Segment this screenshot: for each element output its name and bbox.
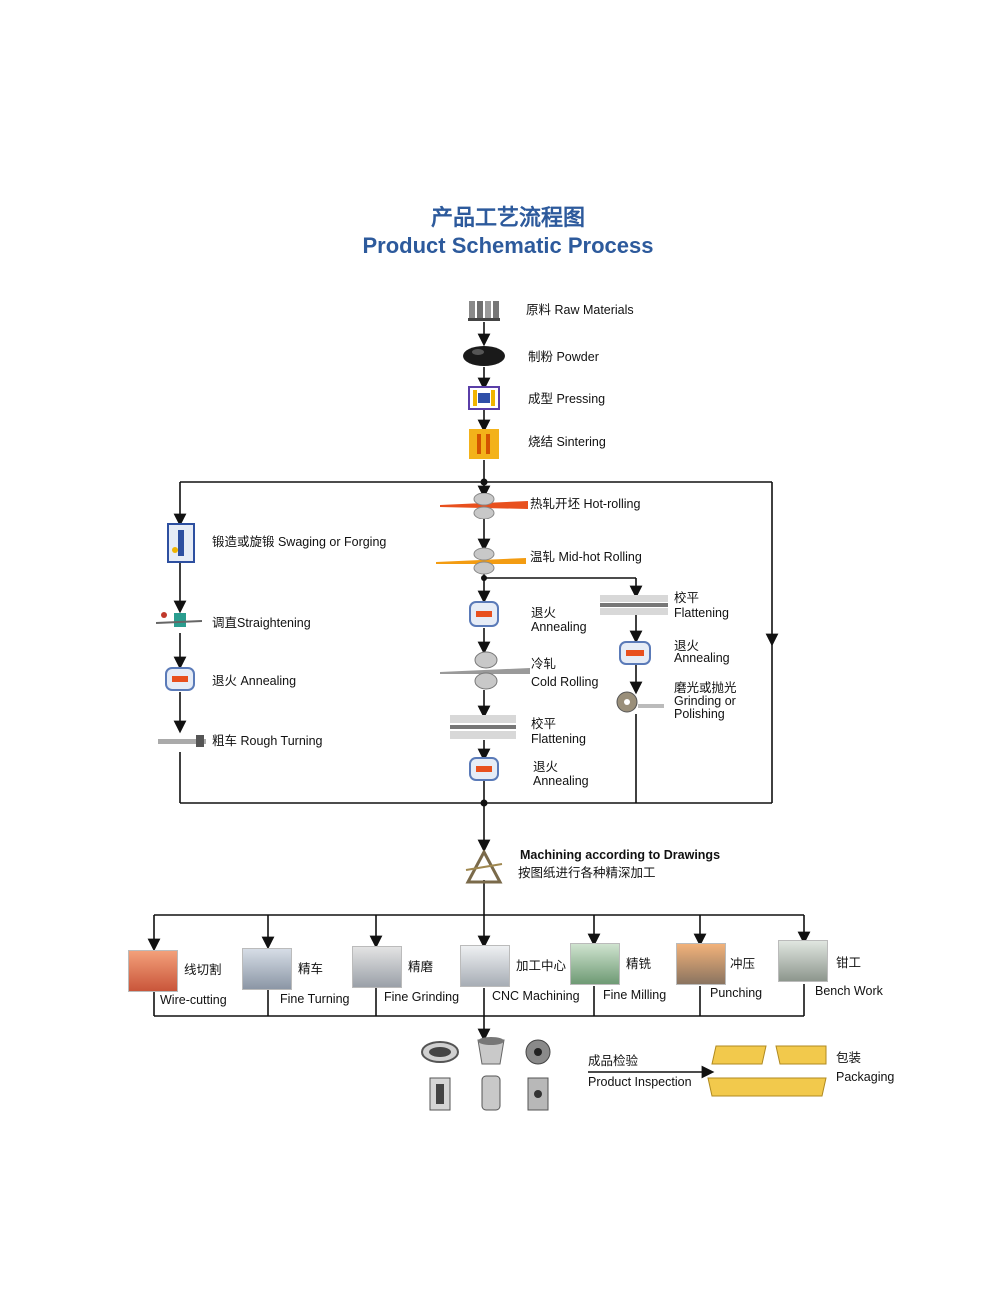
annealing-mid2-cn: 退火 bbox=[533, 760, 559, 774]
machining-op-en: Fine Milling bbox=[603, 988, 667, 1002]
title-english: Product Schematic Process bbox=[362, 233, 654, 258]
straightening-label: 调直Straightening bbox=[212, 616, 311, 630]
hot-rolling-label: 热轧开坯 Hot-rolling bbox=[530, 497, 641, 511]
rough-turning-icon bbox=[158, 735, 206, 747]
punching-photo bbox=[676, 943, 726, 985]
inspection-en: Product Inspection bbox=[588, 1075, 692, 1089]
annealing-mid-en: Annealing bbox=[531, 620, 587, 634]
annealing-right-icon bbox=[619, 641, 651, 665]
bench-work-photo bbox=[778, 940, 828, 982]
grinding-en-2: Polishing bbox=[674, 707, 725, 721]
machining-op-cn: 冲压 bbox=[730, 957, 756, 971]
annealing-mid-cn: 退火 bbox=[531, 606, 557, 620]
packaging-en: Packaging bbox=[836, 1070, 895, 1084]
pressing-icon bbox=[468, 386, 500, 410]
machining-label-cn: 按图纸进行各种精深加工 bbox=[518, 866, 656, 880]
machining-op-en: CNC Machining bbox=[492, 989, 580, 1003]
fine-milling-photo bbox=[570, 943, 620, 985]
inspection-cn: 成品检验 bbox=[588, 1054, 639, 1068]
flattening-right-en: Flattening bbox=[674, 606, 729, 620]
sintering-label: 烧结 Sintering bbox=[528, 435, 606, 449]
machining-op-cn: 精铣 bbox=[626, 957, 652, 971]
annealing-mid2-en: Annealing bbox=[533, 774, 589, 788]
grinding-icon bbox=[616, 691, 664, 713]
machining-op-en: Wire-cutting bbox=[160, 993, 227, 1007]
fine-grinding-photo bbox=[352, 946, 402, 988]
raw-materials-icon bbox=[468, 301, 500, 321]
grinding-en-1: Grinding or bbox=[674, 694, 736, 708]
wire-cutting-photo bbox=[128, 950, 178, 992]
grinding-cn: 磨光或抛光 bbox=[674, 681, 737, 695]
swaging-label: 锻造或旋锻 Swaging or Forging bbox=[212, 535, 387, 549]
flattening-mid-cn: 校平 bbox=[531, 717, 557, 731]
cold-rolling-cn: 冷轧 bbox=[531, 657, 557, 671]
mid-hot-rolling-icon bbox=[436, 547, 526, 575]
machining-op-cn: 钳工 bbox=[836, 956, 862, 970]
mid-hot-rolling-label: 温轧 Mid-hot Rolling bbox=[530, 550, 642, 564]
machining-op-cn: 加工中心 bbox=[516, 959, 567, 973]
flattening-right-icon bbox=[600, 595, 668, 615]
annealing-right-cn: 退火 bbox=[674, 639, 700, 653]
powder-icon bbox=[463, 346, 505, 366]
machining-op-en: Punching bbox=[710, 986, 763, 1000]
cnc-machining-photo bbox=[460, 945, 510, 987]
machining-op-cn: 精磨 bbox=[408, 960, 434, 974]
raw-materials-label: 原料 Raw Materials bbox=[526, 303, 634, 317]
annealing-mid-icon bbox=[469, 601, 499, 627]
flattening-mid-icon bbox=[450, 715, 516, 739]
annealing-left-icon bbox=[165, 667, 195, 691]
annealing-left-label: 退火 Annealing bbox=[212, 674, 297, 688]
finished-products-icon bbox=[421, 1037, 551, 1111]
sintering-icon bbox=[469, 429, 499, 459]
powder-label: 制粉 Powder bbox=[528, 350, 599, 364]
straightening-icon bbox=[156, 612, 202, 627]
cold-rolling-icon bbox=[440, 651, 530, 690]
machining-op-cn: 精车 bbox=[298, 962, 324, 976]
machining-label-en: Machining according to Drawings bbox=[520, 848, 721, 862]
machining-op-en: Bench Work bbox=[815, 984, 883, 998]
pressing-label: 成型 Pressing bbox=[528, 392, 606, 406]
rough-turning-label: 粗车 Rough Turning bbox=[212, 734, 323, 748]
machining-op-cn: 线切割 bbox=[184, 963, 222, 977]
machining-op-en: Fine Grinding bbox=[384, 990, 460, 1004]
packaging-boxes-icon bbox=[707, 1045, 827, 1097]
annealing-mid2-icon bbox=[469, 757, 499, 781]
hot-rolling-icon bbox=[440, 493, 528, 519]
machining-drawing-icon bbox=[465, 850, 503, 884]
machining-op-en: Fine Turning bbox=[280, 992, 350, 1006]
packaging-cn: 包装 bbox=[836, 1051, 862, 1065]
fine-turning-photo bbox=[242, 948, 292, 990]
annealing-right-en: Annealing bbox=[674, 651, 730, 665]
flattening-right-cn: 校平 bbox=[674, 591, 700, 605]
swaging-icon bbox=[167, 523, 195, 563]
flattening-mid-en: Flattening bbox=[531, 732, 586, 746]
cold-rolling-en: Cold Rolling bbox=[531, 675, 599, 689]
title-chinese: 产品工艺流程图 bbox=[430, 206, 585, 231]
